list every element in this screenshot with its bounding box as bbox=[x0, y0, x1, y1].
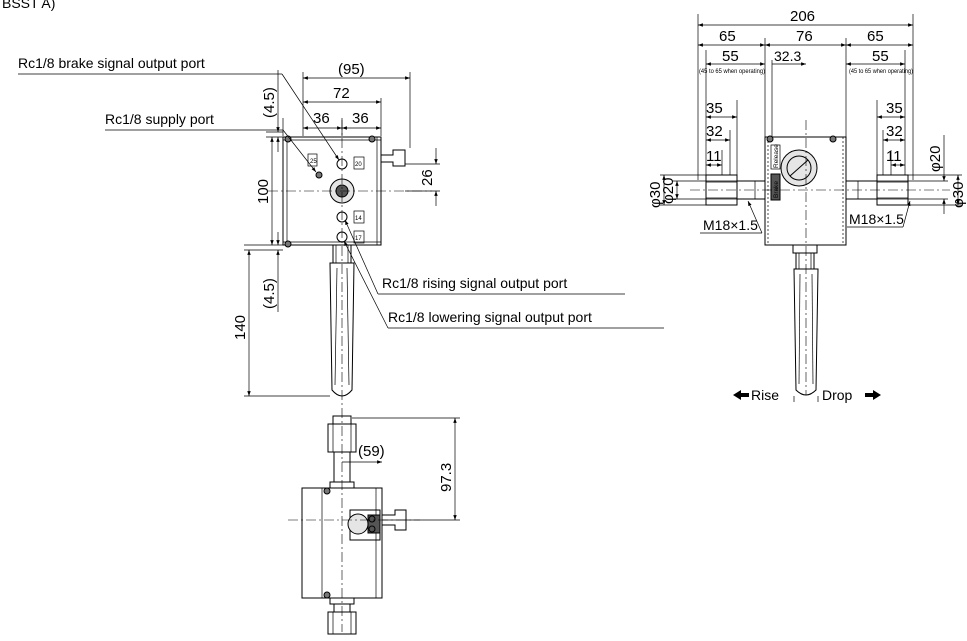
dim-left-35: 35 bbox=[706, 100, 723, 117]
dim-left-11: 11 bbox=[706, 148, 722, 165]
dim-bottom-height: 97.3 bbox=[438, 463, 455, 492]
dim-right-11: 11 bbox=[886, 148, 902, 165]
port-tag-17: 17 bbox=[355, 236, 362, 242]
dim-left-32: 32 bbox=[706, 123, 723, 140]
dim-right-55: 55 bbox=[872, 48, 889, 65]
dim-lever-length: 140 bbox=[232, 315, 249, 340]
dim-height: 100 bbox=[255, 179, 272, 204]
callout-lowering-port: Rc1/8 lowering signal output port bbox=[388, 309, 592, 325]
dim-center-offset: 32.3 bbox=[774, 48, 801, 64]
dim-top-offset: (4.5) bbox=[261, 87, 278, 118]
bottom-view: (59) 97.3 bbox=[288, 415, 460, 635]
dim-body-width: 72 bbox=[333, 85, 350, 102]
port-tag-14: 14 bbox=[355, 216, 362, 222]
callout-supply-port: Rc1/8 supply port bbox=[105, 111, 214, 127]
dim-right-32: 32 bbox=[886, 123, 903, 140]
dim-half-left: 36 bbox=[313, 110, 330, 127]
note-right-operating: (45 to 65 when operating) bbox=[849, 68, 913, 75]
dim-right-dia20: φ20 bbox=[927, 146, 944, 172]
dim-bottom-offset: (4.5) bbox=[261, 278, 278, 309]
callout-rising-port: Rc1/8 rising signal output port bbox=[382, 275, 567, 291]
header-fragment: BSST A) bbox=[2, 0, 55, 11]
label-release: Release bbox=[773, 144, 780, 168]
label-drop: Drop bbox=[822, 387, 853, 403]
dim-right-35: 35 bbox=[886, 100, 903, 117]
dim-port-offset: 26 bbox=[419, 169, 436, 186]
port-tag-25: 25 bbox=[310, 159, 317, 165]
rise-arrow-icon bbox=[733, 390, 749, 400]
label-rise: Rise bbox=[751, 387, 779, 403]
note-left-operating: (45 to 65 when operating) bbox=[699, 68, 765, 75]
drop-arrow-icon bbox=[865, 390, 881, 400]
side-view: 25 20 14 17 (95) 72 36 36 bbox=[18, 55, 664, 632]
dim-left-dia20: φ20 bbox=[660, 178, 677, 204]
front-view: Release Brake 206 65 bbox=[647, 8, 967, 403]
thread-right: M18×1.5 bbox=[849, 211, 904, 227]
callout-brake-port: Rc1/8 brake signal output port bbox=[18, 55, 205, 71]
dim-right-dia30: φ30 bbox=[950, 182, 967, 208]
dim-bottom-offset-59: (59) bbox=[358, 443, 385, 460]
dim-half-right: 36 bbox=[352, 110, 369, 127]
dim-right-outer: 65 bbox=[867, 28, 884, 45]
dim-overall-width: (95) bbox=[338, 61, 365, 78]
dim-overall: 206 bbox=[790, 8, 815, 25]
port-tag-20: 20 bbox=[355, 162, 362, 168]
dim-left-55: 55 bbox=[722, 48, 739, 65]
dim-left-outer: 65 bbox=[719, 28, 736, 45]
label-brake: Brake bbox=[773, 181, 780, 198]
dim-center: 76 bbox=[796, 28, 813, 45]
thread-left: M18×1.5 bbox=[703, 217, 758, 233]
dim-left-dia30: φ30 bbox=[647, 182, 664, 208]
